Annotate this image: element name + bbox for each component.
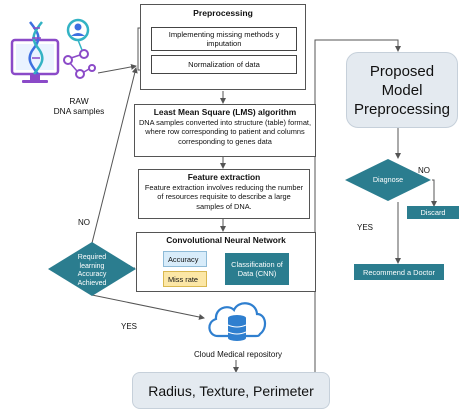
features-output-box: Radius, Texture, Perimeter: [132, 372, 330, 409]
proposed-model-box: Proposed Model Preprocessing: [346, 52, 458, 128]
feature-extraction-box: Feature extraction Feature extraction in…: [138, 169, 310, 219]
classification-cnn-box: Classification of Data (CNN): [225, 253, 289, 285]
lms-algorithm-box: Least Mean Square (LMS) algorithm DNA sa…: [134, 104, 316, 157]
feature-extraction-description: Feature extraction involves reducing the…: [144, 183, 304, 211]
accuracy-decision-diamond: Required learning Accuracy Achieved: [47, 241, 137, 297]
cnn-box: Convolutional Neural Network Accuracy Mi…: [136, 232, 316, 292]
diagnose-diamond: Diagnose: [344, 158, 432, 202]
accuracy-decision-text: Required learning Accuracy Achieved: [77, 254, 107, 287]
cnn-title: Convolutional Neural Network: [166, 235, 286, 245]
decision-yes-label: YES: [121, 322, 138, 331]
raw-samples-line2: DNA samples: [53, 106, 105, 116]
lms-description: DNA samples converted into structure (ta…: [138, 118, 312, 146]
proposed-model-title: Proposed Model Preprocessing: [354, 62, 450, 118]
feature-extraction-title: Feature extraction: [187, 172, 261, 182]
diagnose-yes-label: YES: [357, 223, 374, 232]
decision-no-label: NO: [78, 218, 90, 227]
normalization-box: Normalization of data: [151, 55, 297, 74]
recommend-doctor-box: Recommend a Doctor: [354, 264, 444, 280]
preprocessing-box: Preprocessing Implementing missing metho…: [140, 4, 306, 90]
raw-samples-line1: RAW: [69, 96, 89, 106]
missing-imputation-box: Implementing missing methods y imputatio…: [151, 27, 297, 51]
features-output-label: Radius, Texture, Perimeter: [148, 382, 314, 399]
diagnose-text: Diagnose: [372, 175, 404, 184]
lms-title: Least Mean Square (LMS) algorithm: [153, 107, 297, 117]
discard-box: Discard: [407, 206, 459, 219]
raw-dna-samples-icon: [8, 18, 98, 92]
cloud-repository-label: Cloud Medical repository: [193, 350, 283, 359]
raw-samples-label: RAW DNA samples: [44, 96, 114, 116]
cloud-database-icon: [206, 296, 268, 346]
diagnose-no-label: NO: [418, 166, 430, 175]
accuracy-note: Accuracy: [163, 251, 207, 267]
miss-rate-note: Miss rate: [163, 271, 207, 287]
preprocessing-title: Preprocessing: [193, 8, 253, 18]
